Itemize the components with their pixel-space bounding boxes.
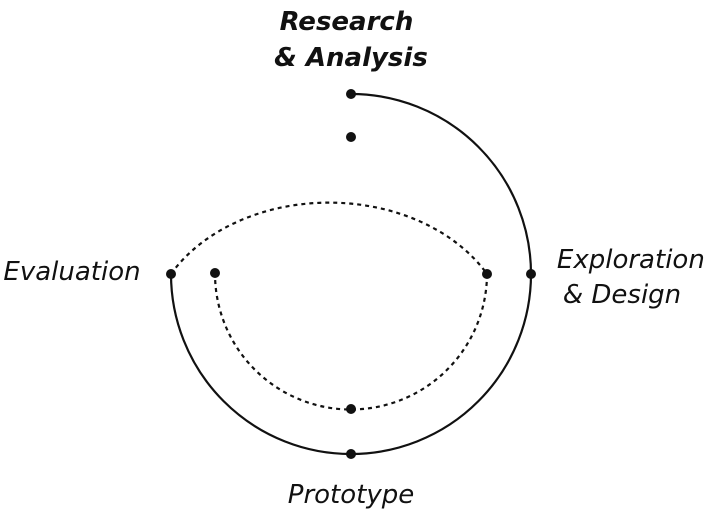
exploration-inner-marker <box>482 269 492 279</box>
outer-cycle-path <box>169 92 533 456</box>
research-outer-marker <box>346 89 356 99</box>
research-label: Research & Analysis <box>274 7 428 73</box>
evaluation-outer-marker <box>166 269 176 279</box>
research-inner-marker <box>346 132 356 142</box>
inner-cycle-end-marker <box>210 268 220 278</box>
exploration-label-line2: & Design <box>563 280 681 310</box>
exploration-label: Exploration & Design <box>557 245 713 310</box>
exploration-outer-marker <box>526 269 536 279</box>
research-label-line2: & Analysis <box>274 43 428 73</box>
research-label-line1: Research <box>280 7 414 37</box>
evaluation-label: Evaluation <box>3 257 140 287</box>
prototype-inner-marker <box>346 404 356 414</box>
exploration-label-line1: Exploration <box>557 245 705 275</box>
prototype-outer-marker <box>346 449 356 459</box>
inner-cycle-top-path <box>170 201 488 275</box>
prototype-label: Prototype <box>288 480 414 510</box>
inner-cycle-bottom-path <box>213 272 489 411</box>
